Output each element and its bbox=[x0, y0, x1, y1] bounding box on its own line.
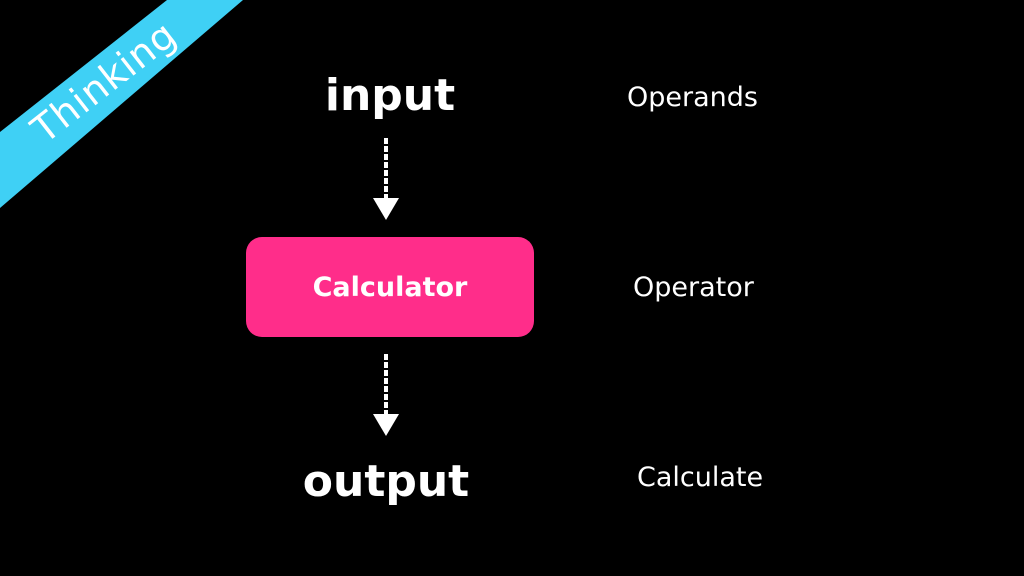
calculator-box: Calculator bbox=[246, 237, 534, 337]
calculate-annotation: Calculate bbox=[637, 462, 764, 493]
calculator-label: Calculator bbox=[312, 271, 468, 303]
operator-annotation: Operator bbox=[633, 272, 754, 303]
arrow-down-icon bbox=[373, 138, 399, 220]
operands-annotation: Operands bbox=[627, 82, 758, 113]
corner-ribbon: Thinking bbox=[0, 0, 260, 210]
ribbon-band bbox=[0, 0, 243, 208]
output-label: output bbox=[302, 456, 470, 507]
arrow-down-icon bbox=[373, 354, 399, 436]
input-label: input bbox=[324, 70, 456, 121]
